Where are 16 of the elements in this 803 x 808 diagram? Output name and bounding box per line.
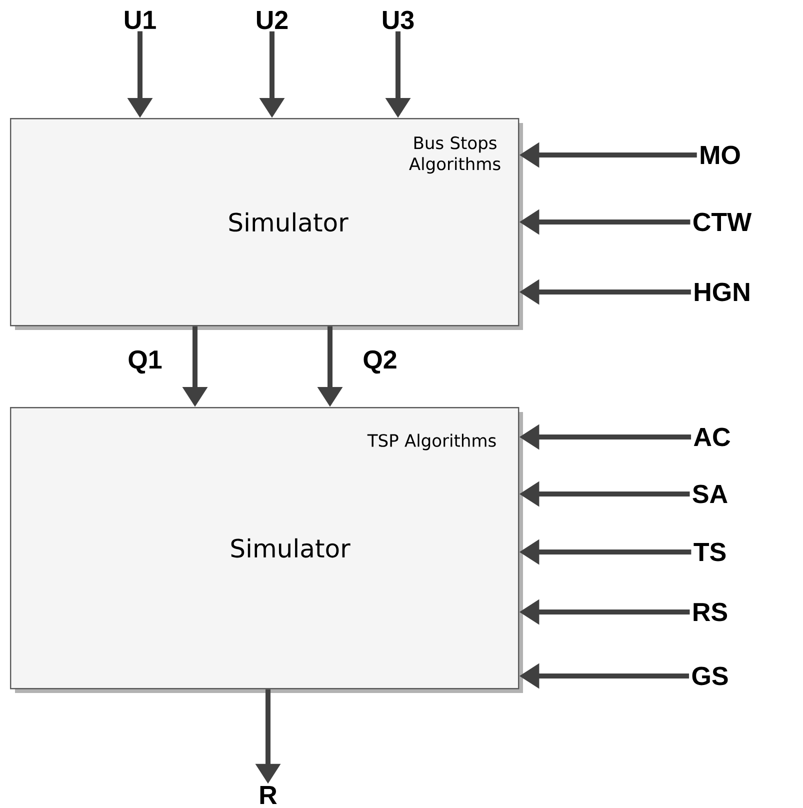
signal-label: U2 xyxy=(256,10,288,30)
signal-label: U3 xyxy=(382,10,414,30)
signal-label: RS xyxy=(694,602,728,622)
signal-label: GS xyxy=(692,666,728,686)
simulator-box: Bus Stops Algorithms Simulator xyxy=(10,118,523,330)
signal-label: R xyxy=(260,786,277,804)
signal-label: SA xyxy=(692,484,728,504)
edge-label: Q2 xyxy=(364,350,396,374)
simulator-box: TSP Algorithms Simulator xyxy=(10,407,523,693)
signal-label: CTW xyxy=(693,212,752,232)
signal-label: TS xyxy=(694,542,726,562)
signal-label: AC xyxy=(694,428,730,446)
signal-label: HGN xyxy=(694,282,750,302)
signal-label: U1 xyxy=(124,10,156,30)
signal-label: MO xyxy=(700,146,740,164)
edge-label: Q1 xyxy=(128,350,162,374)
